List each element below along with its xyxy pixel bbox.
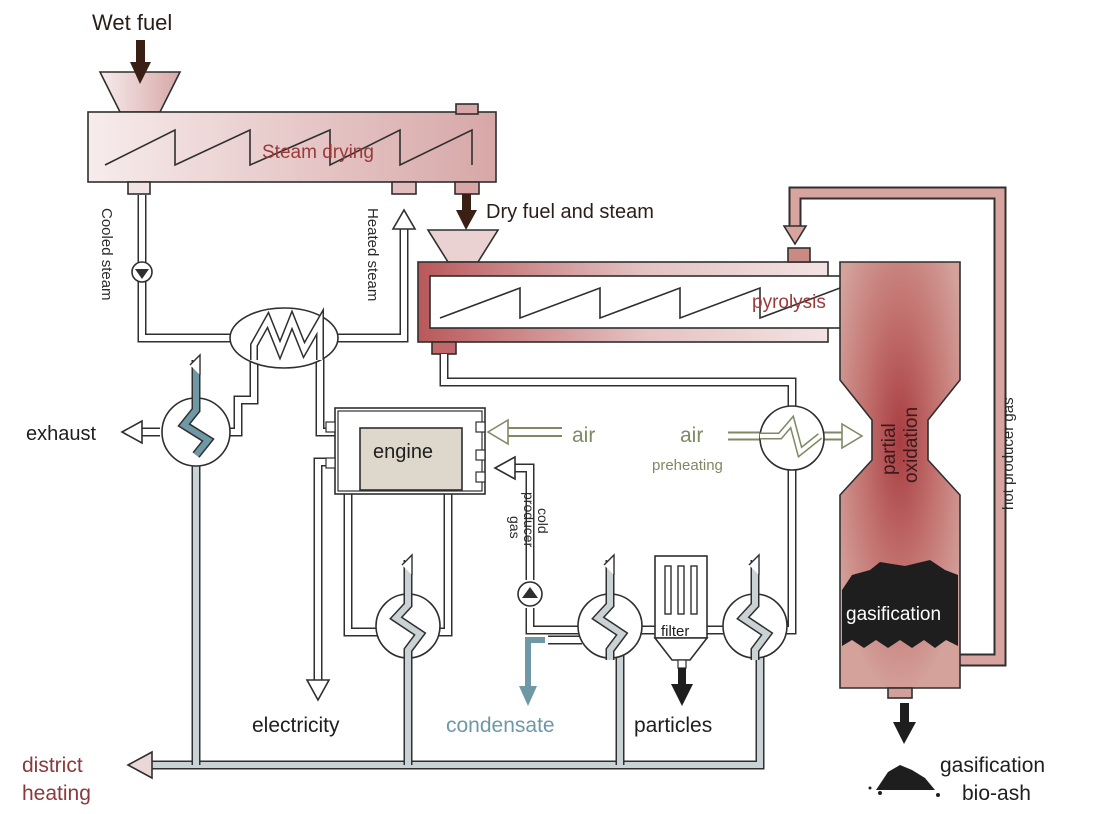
engine-label: engine (373, 441, 433, 463)
wet-fuel-label: Wet fuel (92, 10, 172, 35)
steam-dryer (87, 71, 497, 195)
dry-fuel-arrow (456, 194, 477, 230)
electricity-label: electricity (252, 714, 340, 737)
district-heating-label-1: district (22, 754, 83, 777)
pyrolysis-reactor (417, 229, 885, 355)
district-heating-label-2: heating (22, 782, 91, 805)
hot-producer-gas-pipe (782, 186, 1007, 667)
cold-producer-gas-label-2: producer (521, 492, 537, 548)
cold-producer-gas-label-3: gas (507, 516, 523, 539)
filter-unit (653, 555, 709, 669)
producer-gas-pump (517, 581, 543, 607)
hot-producer-gas-label: hot producer gas (1000, 397, 1017, 510)
engine-cooling-exchanger (375, 553, 441, 660)
gasifier-reactor (839, 261, 961, 699)
gasification-label: gasification (846, 604, 941, 625)
bio-ash-label-2: bio-ash (962, 782, 1031, 805)
dry-fuel-hopper (426, 229, 500, 263)
engine-air-label: air (572, 424, 595, 447)
air-preheating-air-label: air (680, 424, 703, 447)
cooled-steam-pump (131, 261, 153, 283)
particles-label: particles (634, 714, 712, 737)
particles-arrow (671, 668, 693, 706)
hot-gas-cooler-exchanger (722, 553, 788, 660)
cooled-steam-label: Cooled steam (98, 208, 115, 301)
engine-block (325, 407, 486, 637)
heated-steam-arrow (391, 208, 417, 230)
wet-fuel-arrow (130, 40, 151, 84)
heated-steam-label: Heated steam (364, 208, 381, 301)
electricity-arrow (305, 679, 331, 702)
cold-producer-gas-arrow (493, 455, 516, 481)
condensate-label: condensate (446, 714, 555, 737)
steam-loop-pipes (137, 195, 417, 702)
steam-heat-exchanger (229, 306, 339, 369)
district-heating-pipes (126, 445, 765, 780)
bio-ash-output (868, 703, 940, 797)
exhaust-arrow (120, 419, 143, 445)
gas-cooler-exchanger (577, 553, 643, 660)
engine-air-arrow (486, 418, 562, 446)
district-heating-arrow (126, 750, 153, 780)
steam-drying-label: Steam drying (262, 142, 374, 163)
exhaust-label: exhaust (26, 423, 96, 445)
air-preheating-label: preheating (652, 457, 723, 474)
pyrolysis-label: pyrolysis (752, 292, 826, 313)
partial-oxidation-label-2: oxidation (901, 407, 922, 483)
partial-oxidation-label: partial (879, 423, 900, 475)
cold-producer-gas-label-1: cold (535, 508, 551, 534)
filter-label: filter (661, 623, 689, 640)
dry-fuel-steam-label: Dry fuel and steam (486, 201, 654, 223)
air-preheater-exchanger (759, 405, 825, 471)
condensate-line (519, 637, 545, 706)
bio-ash-label-1: gasification (940, 754, 1045, 777)
exhaust-heat-exchanger (120, 353, 231, 467)
